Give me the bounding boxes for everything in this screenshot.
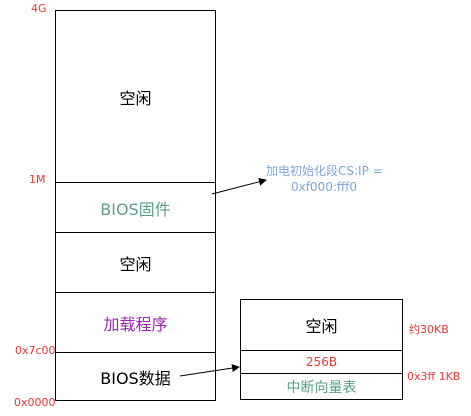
segment-bios-firmware: BIOS固件 (56, 182, 215, 232)
detail-256b-label: 256B (305, 355, 338, 369)
address-label-7c00: 0x7c00 (15, 344, 56, 357)
segment-bios-firmware-label: BIOS固件 (100, 199, 171, 219)
address-label-1m: 1M (29, 173, 46, 186)
size-label-ivt: 0x3ff 1KB (407, 370, 461, 383)
memory-map: 空闲 BIOS固件 空闲 加载程序 BIOS数据 (55, 10, 216, 401)
segment-loader: 加载程序 (56, 292, 215, 352)
size-label-30kb: 约30KB (409, 323, 449, 336)
segment-free-mid: 空闲 (56, 232, 215, 292)
arrow-bios-firmware-to-note (211, 177, 267, 195)
detail-segment-ivt: 中断向量表 (241, 373, 402, 399)
detail-segment-free: 空闲 (241, 300, 402, 350)
segment-bios-data-label: BIOS数据 (100, 369, 171, 388)
detail-segment-256b: 256B (241, 350, 402, 373)
segment-loader-label: 加载程序 (103, 314, 168, 334)
segment-bios-data: BIOS数据 (56, 352, 215, 401)
init-note-line2: 0xf000:fff0 (290, 180, 358, 194)
address-label-0000: 0x0000 (14, 396, 56, 409)
bios-data-detail: 空闲 256B 中断向量表 (240, 299, 403, 400)
segment-free-top-label: 空闲 (119, 88, 152, 108)
segment-free-mid-label: 空闲 (119, 254, 152, 274)
detail-free-label: 空闲 (305, 317, 338, 336)
segment-free-top: 空闲 (56, 11, 215, 182)
detail-ivt-label: 中断向量表 (286, 379, 357, 396)
address-label-4g: 4G (31, 2, 47, 15)
init-cs-ip-note: 加电初始化段CS:IP = 0xf000:fff0 (266, 163, 383, 195)
arrow-bios-data-to-detail (179, 364, 240, 377)
init-note-line1: 加电初始化段CS:IP = (266, 164, 383, 178)
